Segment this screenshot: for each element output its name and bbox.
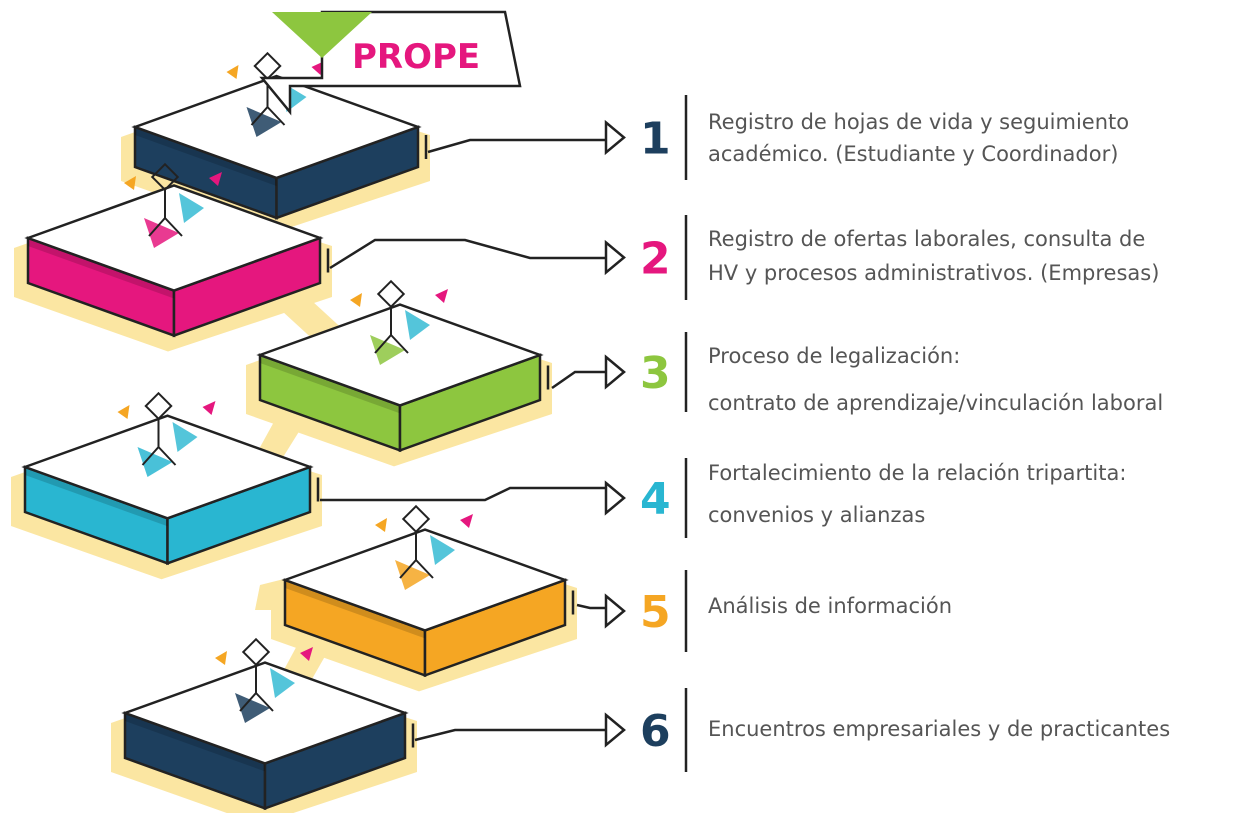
step-labels: 1 Registro de hojas de vida y seguimiento… (604, 95, 1170, 772)
step-description-line: académico. (Estudiante y Coordinador) (708, 142, 1118, 166)
step-arrow-icon (604, 480, 626, 516)
tangram-leg (255, 692, 274, 712)
tangram-piece (370, 335, 405, 365)
banner-title: PROPE (352, 37, 480, 77)
connector-line (320, 486, 605, 502)
tangram-piece (405, 310, 430, 340)
tangram-piece (226, 65, 239, 79)
tangram-piece (179, 193, 204, 223)
tangram-piece (117, 405, 130, 419)
tangram-head (376, 279, 406, 309)
platform-rim (28, 238, 174, 299)
tangram-piece (435, 289, 448, 303)
banner-triangle (272, 12, 372, 58)
connector-line (551, 370, 605, 390)
platform-top (21, 414, 314, 520)
connectors (320, 138, 605, 742)
step-arrow-icon (604, 593, 626, 629)
step-description-line: convenios y alianzas (708, 503, 925, 527)
step-description-line: HV y procesos administrativos. (Empresas… (708, 261, 1159, 285)
step-number: 1 (640, 114, 671, 165)
connector-line (414, 728, 605, 742)
platform-top (121, 661, 409, 765)
step-description-line: Análisis de información (708, 594, 952, 618)
platform-1 (131, 51, 428, 220)
platform-3 (256, 279, 550, 453)
platform-2 (24, 162, 330, 338)
tangram-figure (215, 637, 313, 723)
tangram-leg (157, 446, 177, 466)
tangram-leg (164, 217, 183, 237)
tangram-head (401, 504, 431, 534)
tangram-figure (117, 391, 216, 477)
connector-line (329, 238, 605, 270)
step-arrow-icon (604, 119, 626, 156)
tangram-figure (124, 162, 222, 248)
platform-top (131, 74, 422, 180)
tangram-piece (137, 447, 173, 477)
prope-banner: PROPE (259, 10, 522, 116)
step-arrow-icon (604, 239, 626, 276)
platform-rim (25, 467, 168, 527)
tangram-piece (350, 293, 362, 307)
step-number: 6 (640, 706, 671, 757)
step-number: 5 (640, 587, 671, 638)
tangram-piece (300, 647, 313, 661)
tangram-figure (375, 504, 473, 590)
tangram-head (253, 51, 282, 81)
tangram-head (150, 162, 180, 192)
platform-4 (21, 391, 320, 566)
tangram-piece (460, 514, 473, 528)
step-description-line: Encuentros empresariales y de practicant… (708, 717, 1170, 741)
platform-top (281, 528, 569, 632)
tangram-piece (144, 218, 179, 248)
tangram-piece (215, 651, 227, 665)
tangram-piece (375, 518, 387, 532)
platform-rim (135, 127, 277, 186)
step-number: 3 (640, 348, 671, 399)
tangram-piece (270, 668, 295, 698)
platform-5 (281, 504, 575, 678)
tangram-piece (235, 693, 270, 723)
step-description-line: Registro de ofertas laborales, consulta … (708, 227, 1145, 251)
platform-rim (260, 355, 400, 414)
platform-6 (121, 637, 415, 811)
platform-top (256, 303, 544, 407)
tangram-leg (415, 559, 434, 579)
step-description-line: Registro de hojas de vida y seguimiento (708, 110, 1129, 134)
step-arrow-icon (604, 712, 626, 748)
tangram-piece (209, 172, 222, 186)
tangram-piece (202, 401, 216, 415)
tangram-piece (124, 176, 136, 190)
tangram-leg (390, 334, 409, 354)
step-number: 4 (640, 474, 671, 525)
platform-rim (285, 580, 425, 639)
tangram-leg (266, 106, 286, 126)
tangram-figure (350, 279, 448, 365)
tangram-piece (430, 535, 455, 565)
platform-rim (125, 713, 265, 772)
step-description-line: Proceso de legalización: (708, 344, 960, 368)
tangram-piece (172, 422, 198, 452)
step-description-line: contrato de aprendizaje/vinculación labo… (708, 391, 1163, 415)
connector-line (576, 603, 605, 610)
tangram-head (144, 391, 173, 421)
tangram-head (241, 637, 271, 667)
platforms (21, 51, 575, 811)
step-arrow-icon (604, 354, 626, 390)
tangram-piece (246, 107, 282, 137)
step-description-line: Fortalecimiento de la relación tripartit… (708, 461, 1126, 485)
step-number: 2 (640, 234, 671, 285)
platform-top (24, 184, 324, 292)
tangram-piece (395, 560, 430, 590)
connector-line (427, 138, 605, 154)
